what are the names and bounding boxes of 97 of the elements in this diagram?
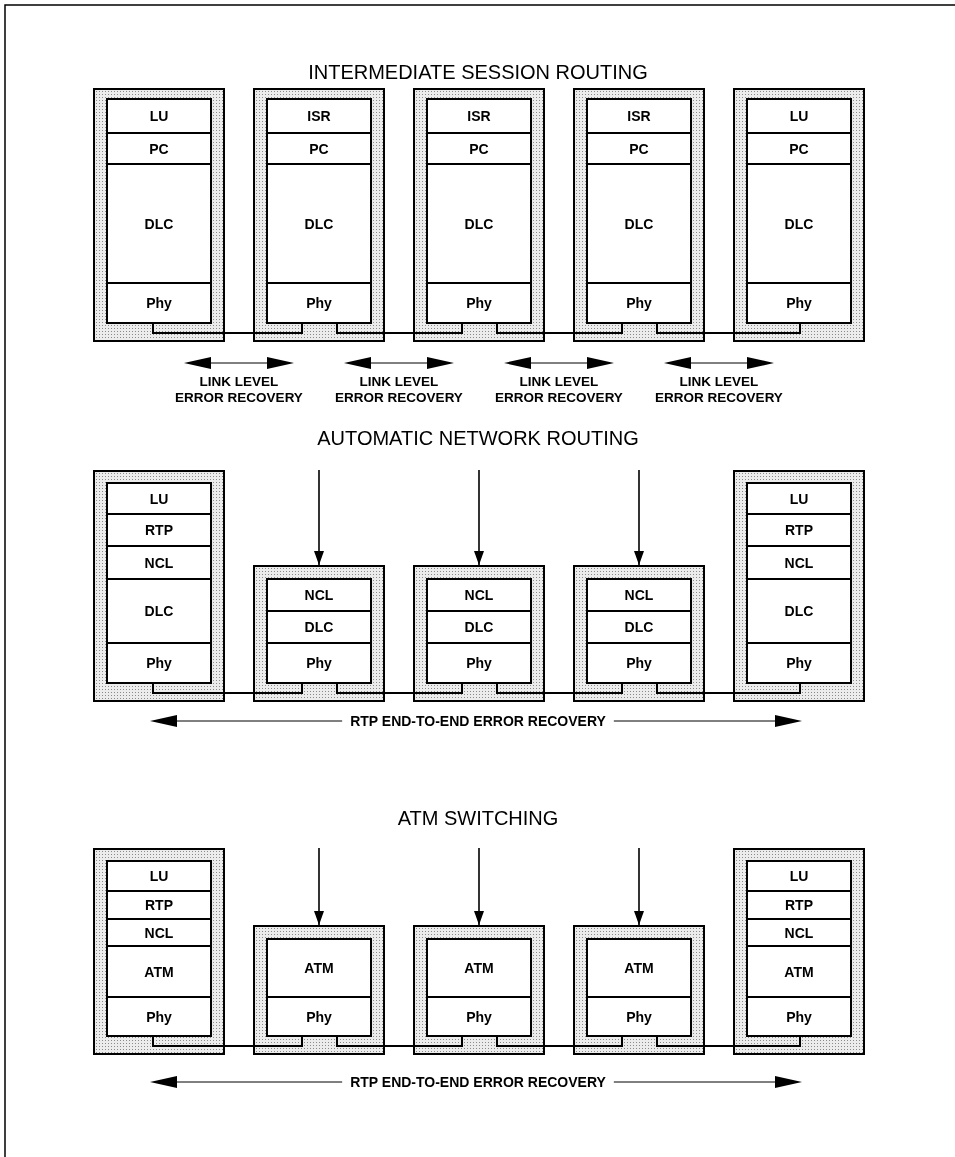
stack-box [413, 565, 545, 702]
protocol-layer: Phy [746, 282, 852, 324]
protocol-layer: Phy [426, 282, 532, 324]
protocol-layer: Phy [106, 642, 212, 684]
protocol-layer: ATM [586, 938, 692, 998]
protocol-layer: Phy [266, 282, 372, 324]
protocol-layer: ATM [426, 938, 532, 998]
arrow [474, 469, 484, 566]
protocol-layer: ATM [106, 945, 212, 998]
arrow [314, 469, 324, 566]
link-line [336, 1036, 463, 1047]
protocol-layer: PC [586, 132, 692, 165]
stack-box [93, 848, 225, 1055]
link-line [656, 683, 801, 694]
protocol-layer: NCL [106, 918, 212, 947]
protocol-layer: LU [106, 860, 212, 892]
stack-box [733, 470, 865, 702]
link-line [336, 683, 463, 694]
protocol-layer: PC [266, 132, 372, 165]
protocol-layer: DLC [746, 163, 852, 284]
stack-box [93, 88, 225, 342]
link-line [496, 323, 623, 334]
arrow [634, 469, 644, 566]
arrow [634, 847, 644, 926]
range-label: LINK LEVEL ERROR RECOVERY [334, 374, 464, 406]
section-heading: INTERMEDIATE SESSION ROUTING [308, 60, 648, 84]
protocol-layer: NCL [266, 578, 372, 612]
stack-box [573, 925, 705, 1055]
protocol-layer: NCL [746, 918, 852, 947]
protocol-layer: Phy [106, 282, 212, 324]
range-label: RTP END-TO-END ERROR RECOVERY [350, 1074, 606, 1090]
protocol-layer: Phy [586, 282, 692, 324]
protocol-layer: Phy [586, 642, 692, 684]
link-line [656, 323, 801, 334]
protocol-layer: ATM [746, 945, 852, 998]
link-line [336, 323, 463, 334]
stack-box [413, 88, 545, 342]
protocol-layer: LU [106, 98, 212, 134]
stack-box [413, 925, 545, 1055]
arrow [474, 847, 484, 926]
protocol-layer: DLC [426, 610, 532, 644]
range-label: RTP END-TO-END ERROR RECOVERY [350, 713, 606, 729]
protocol-layer: ISR [586, 98, 692, 134]
protocol-layer: PC [746, 132, 852, 165]
stack-box [253, 565, 385, 702]
protocol-layer: NCL [586, 578, 692, 612]
protocol-layer: ISR [266, 98, 372, 134]
protocol-layer: RTP [746, 890, 852, 920]
protocol-layer: LU [746, 860, 852, 892]
section-heading: ATM SWITCHING [397, 806, 559, 830]
range-label: LINK LEVEL ERROR RECOVERY [494, 374, 624, 406]
section-heading: AUTOMATIC NETWORK ROUTING [317, 426, 639, 450]
protocol-layer: Phy [266, 642, 372, 684]
protocol-layer: Phy [426, 996, 532, 1037]
protocol-layer: PC [426, 132, 532, 165]
protocol-layer: Phy [106, 996, 212, 1037]
protocol-layer: NCL [746, 545, 852, 580]
protocol-layer: RTP [106, 513, 212, 547]
link-line [496, 1036, 623, 1047]
stack-box [573, 88, 705, 342]
stack-box [93, 470, 225, 702]
protocol-layer: LU [746, 98, 852, 134]
stack-box [733, 88, 865, 342]
link-line [152, 323, 303, 334]
stack-box [733, 848, 865, 1055]
stack-box [253, 925, 385, 1055]
protocol-layer: Phy [426, 642, 532, 684]
protocol-layer: Phy [746, 996, 852, 1037]
stack-box [573, 565, 705, 702]
range-label: LINK LEVEL ERROR RECOVERY [174, 374, 304, 406]
protocol-layer: NCL [106, 545, 212, 580]
link-line [656, 1036, 801, 1047]
protocol-layer: ATM [266, 938, 372, 998]
protocol-layer: DLC [106, 163, 212, 284]
protocol-layer: Phy [586, 996, 692, 1037]
protocol-layer: Phy [746, 642, 852, 684]
arrow [314, 847, 324, 926]
range-label: LINK LEVEL ERROR RECOVERY [654, 374, 784, 406]
link-line [152, 1036, 303, 1047]
protocol-layer: DLC [266, 163, 372, 284]
protocol-layer: LU [746, 482, 852, 515]
stack-box [253, 88, 385, 342]
protocol-layer: LU [106, 482, 212, 515]
protocol-layer: RTP [746, 513, 852, 547]
link-line [152, 683, 303, 694]
protocol-layer: ISR [426, 98, 532, 134]
protocol-layer: DLC [266, 610, 372, 644]
link-line [496, 683, 623, 694]
protocol-layer: DLC [426, 163, 532, 284]
protocol-layer: DLC [586, 163, 692, 284]
protocol-layer: Phy [266, 996, 372, 1037]
protocol-layer: DLC [746, 578, 852, 644]
protocol-layer: DLC [106, 578, 212, 644]
protocol-layer: PC [106, 132, 212, 165]
protocol-layer: RTP [106, 890, 212, 920]
protocol-layer: DLC [586, 610, 692, 644]
protocol-layer: NCL [426, 578, 532, 612]
